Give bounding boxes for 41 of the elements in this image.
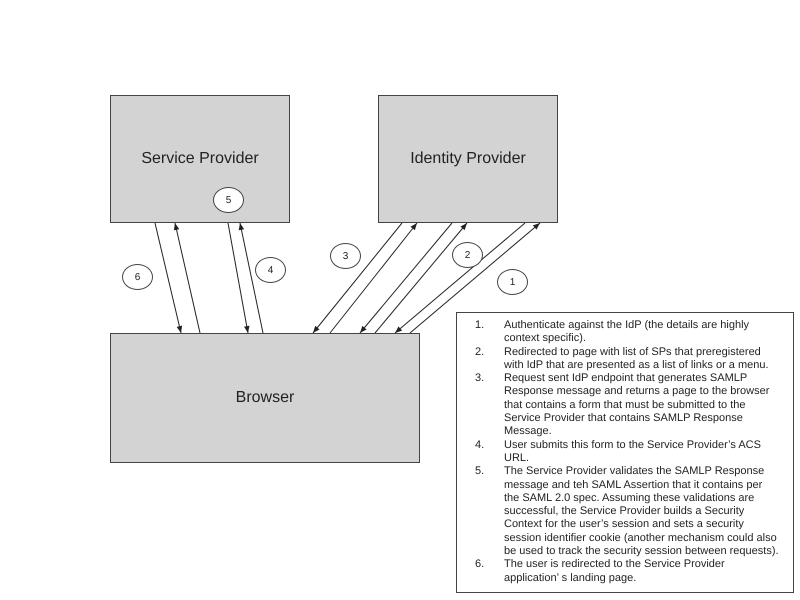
step-description: User submits this form to the Service Provider’s ACS URL. [504,438,762,466]
step-number: 5 [226,194,232,206]
node-title: Browser [236,389,294,407]
arrow [394,222,526,334]
process-box [110,333,420,463]
arrow [154,222,182,334]
step-description: Redirected to page with list of SPs that preregistered with IdP that are presented as a list of links or a menu. [504,346,770,372]
arrow [174,222,200,334]
arrow [410,222,540,334]
step-number: 1. [475,319,486,333]
step-description: The Service Provider validates the SAMLP Response message and teh SAML Assertion that it contains per the SAML 2.0 spec. Assuming these validations are successful, the Service Provider builds a Security Context for the user’s session and sets a security session identifier cookie (another mechanism could also be used to track the security session between requests). [504,465,779,558]
arrow [360,222,452,334]
step-number-circle [213,187,244,213]
step-number: 3 [342,250,348,262]
process-box [378,95,558,223]
step-number: 1 [510,276,516,288]
arrow [330,222,418,334]
step-number-circle [122,264,153,290]
step-number: 5. [475,465,486,480]
step-number: 6. [475,558,486,572]
arrow [228,222,250,334]
arrow [374,222,468,334]
step-description: The user is redirected to the Service Provider application’ s landing page. [504,558,726,585]
step-number-circle [452,242,483,268]
arrow [238,222,264,334]
node-title: Service Provider [141,150,259,168]
step-number: 6 [134,272,140,282]
step-number-circle [497,269,528,295]
step-number: 3. [475,372,486,386]
step-number-circle [255,257,286,283]
step-number: 4 [268,264,274,276]
node-title: Identity Provider [410,150,526,168]
process-box [110,95,290,223]
step-description: Request sent IdP endpoint that generates SAMLP Response message and returns a page to the browser that contains a form that must be submitted to the Service Provider that contains SAMLP Response Message. [504,372,770,439]
step-description: Authenticate against the IdP (the details are highly context specific). [504,319,750,346]
step-number: 4. [475,438,486,453]
step-number: 2 [464,250,470,260]
notes-box [456,312,794,593]
step-number-circle [330,243,361,269]
step-number: 2. [475,346,486,360]
arrow [312,222,402,334]
